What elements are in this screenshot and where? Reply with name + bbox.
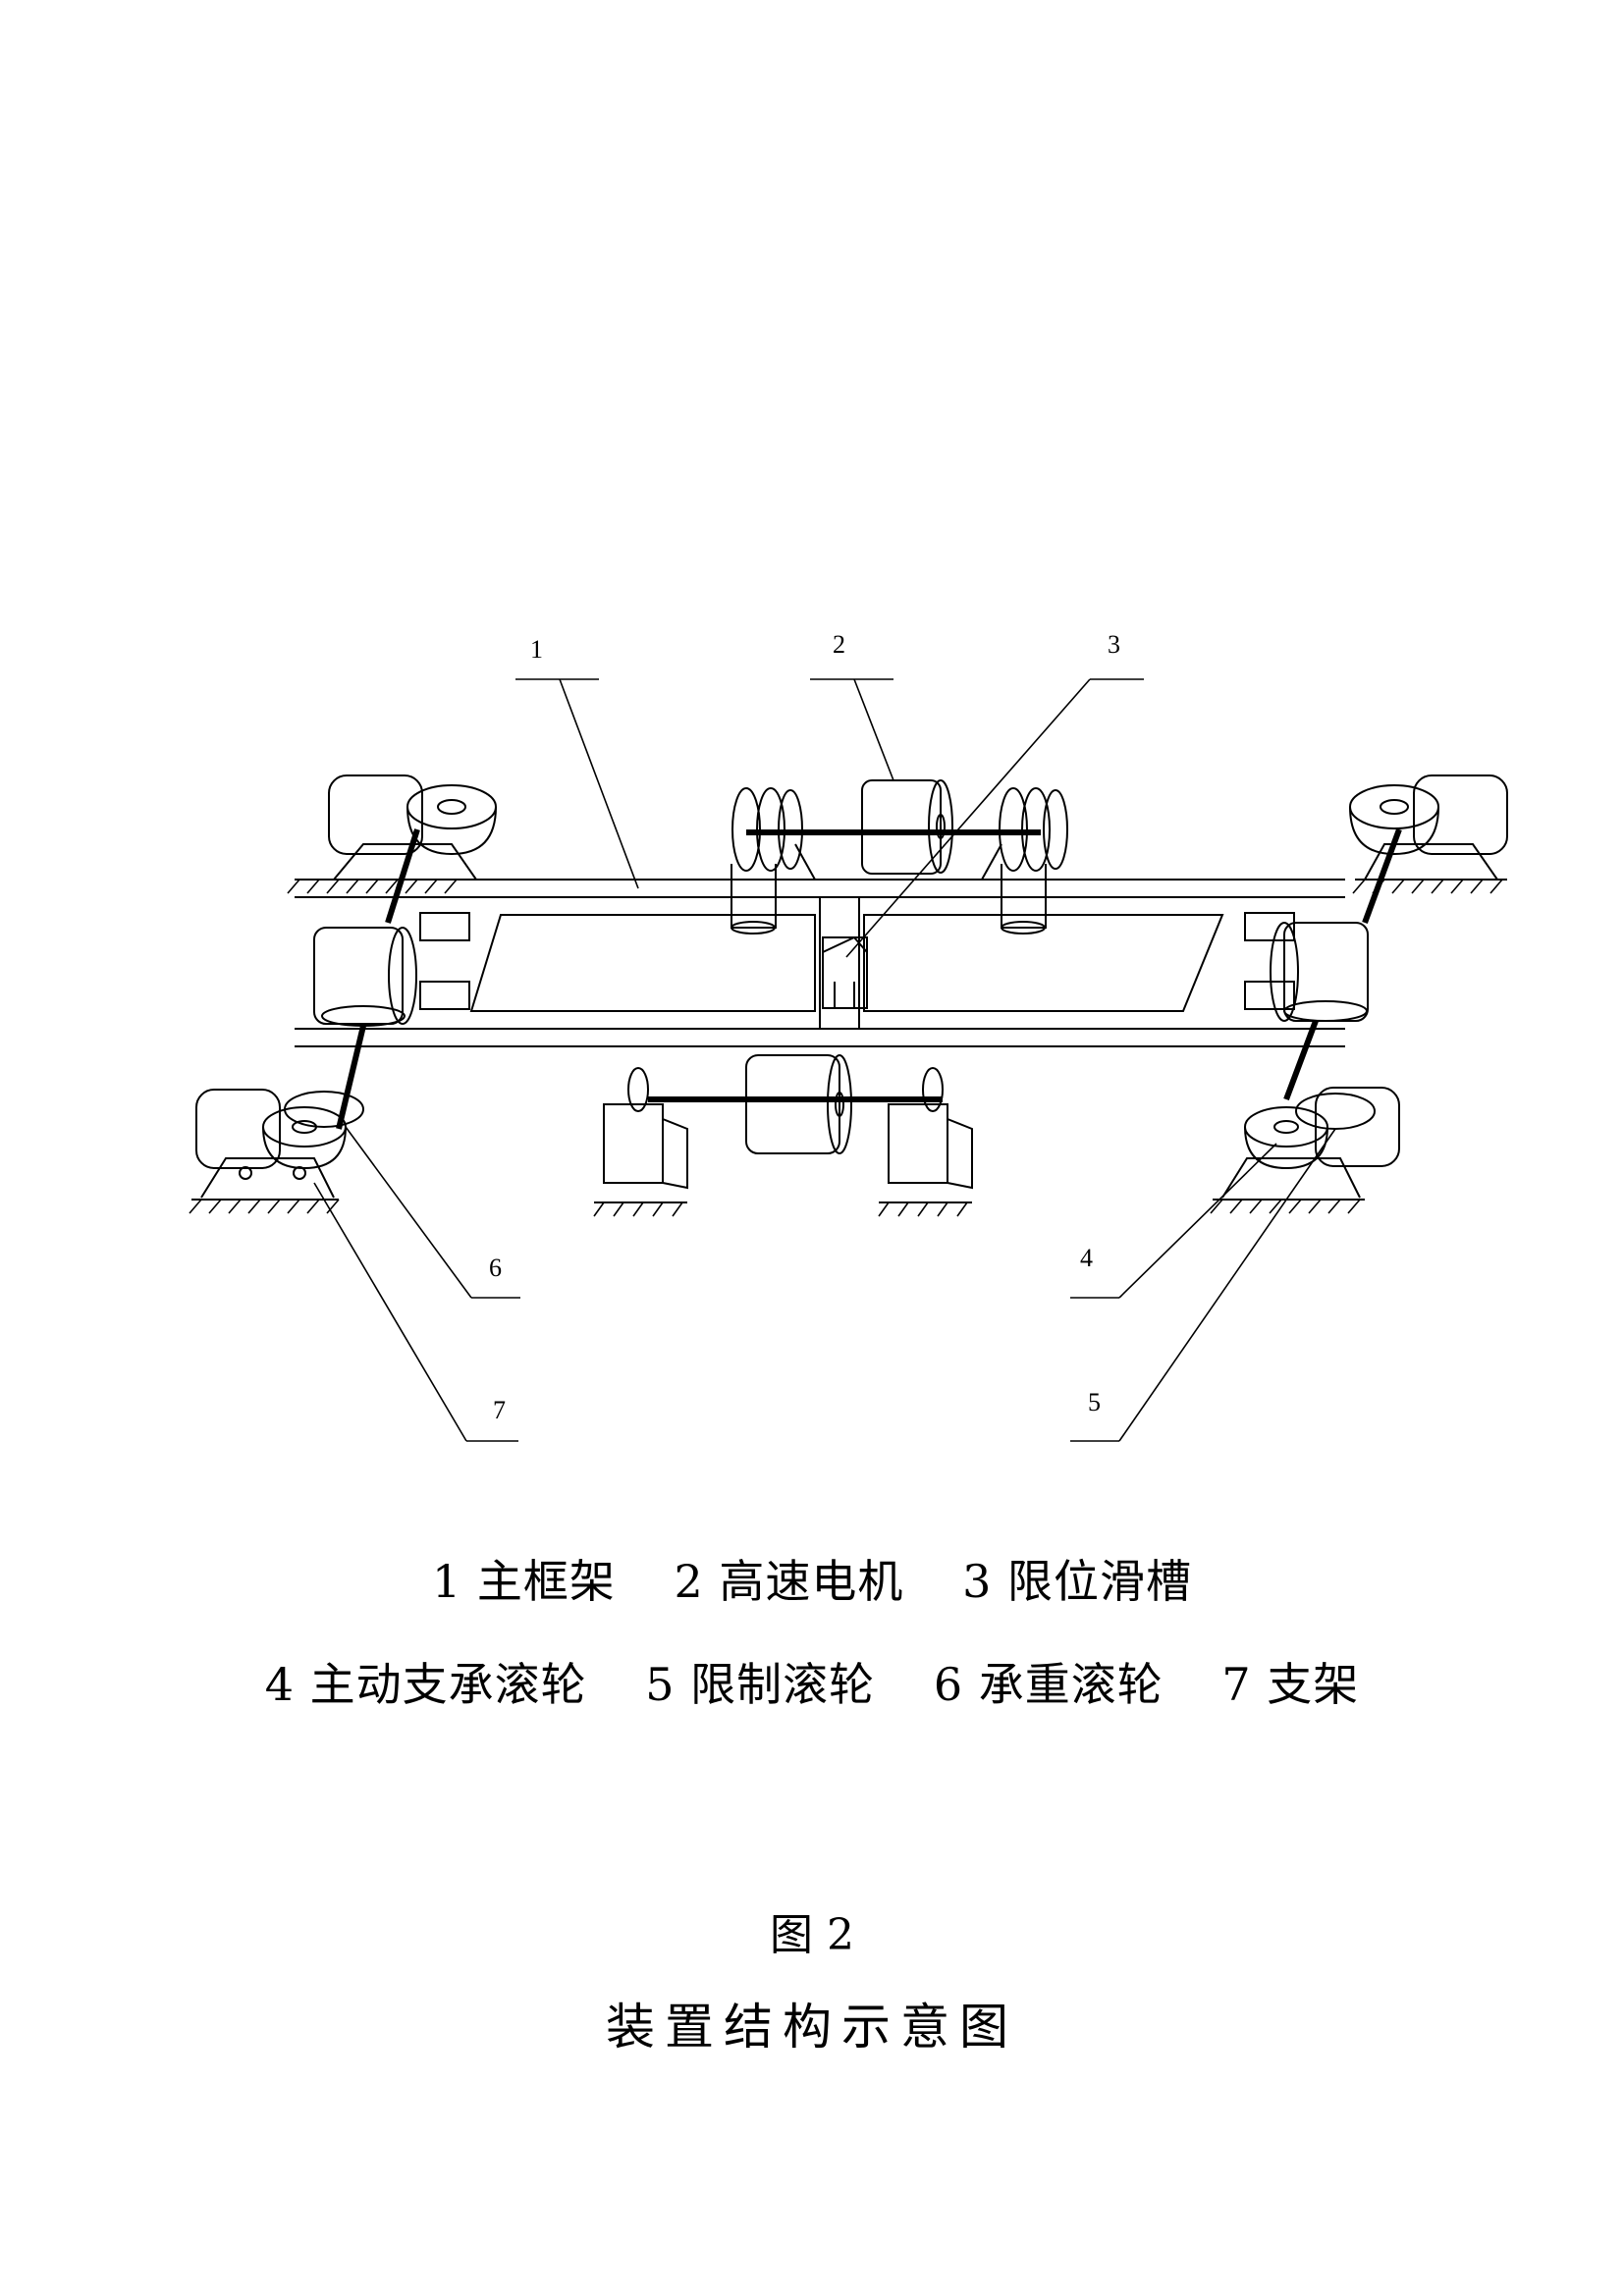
main-frame [295,879,1345,1047]
left-mid-roller [313,927,417,1130]
legend-item: 5 限制滚轮 [645,1658,876,1711]
callout-1: 1 [530,635,543,664]
figure-caption: 装置结构示意图 [606,1999,1018,2056]
legend-item: 2 高速电机 [674,1555,904,1608]
top-motor-assembly [731,779,1068,934]
bottom-motor-assembly [594,1054,973,1203]
bottom-right-roller-group [1213,1087,1400,1201]
callout-2: 2 [833,630,845,659]
ground-hatching [189,879,1503,1217]
legend-item: 7 支架 [1221,1658,1360,1711]
bottom-left-roller-group [191,1089,364,1201]
callout-3: 3 [1108,630,1120,659]
callout-4: 4 [1080,1244,1093,1272]
legend-item: 6 承重滚轮 [933,1658,1164,1711]
leader-lines [313,678,1336,1442]
legend-item: 1 主框架 [432,1555,616,1608]
legend-row-1: 1 主框架 2 高速电机 3 限位滑槽 [0,1546,1624,1611]
limit-slide-groove [822,936,868,1009]
callout-6: 6 [489,1254,502,1282]
callout-5: 5 [1088,1388,1101,1416]
legend-item: 4 主动支承滚轮 [264,1658,587,1711]
figure-number: 图 2 [770,1910,854,1960]
legend-row-2: 4 主动支承滚轮 5 限制滚轮 6 承重滚轮 7 支架 [0,1649,1624,1714]
top-right-roller-group [1349,774,1508,925]
right-mid-roller [1270,922,1369,1101]
legend-item: 3 限位滑槽 [962,1555,1192,1608]
device-structure-diagram: 1 2 3 6 7 4 5 [189,630,1508,1442]
top-left-roller-group [295,774,497,924]
callout-7: 7 [493,1396,506,1424]
